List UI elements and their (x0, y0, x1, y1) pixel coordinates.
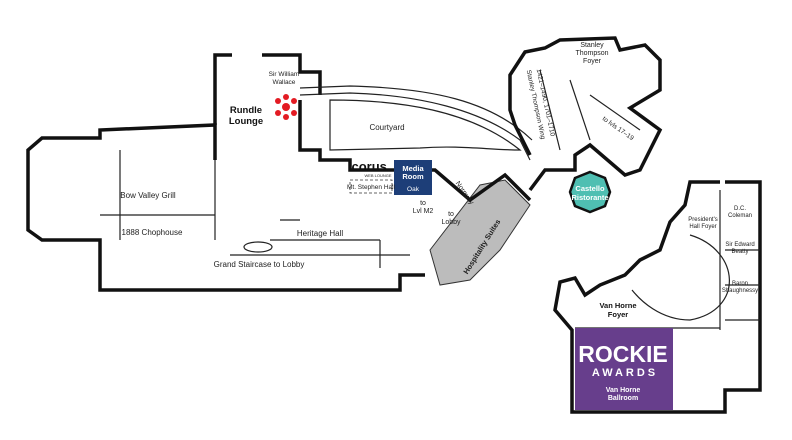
courtyard-area (329, 99, 522, 151)
presidents-hall-curve (631, 234, 730, 321)
east-interior (575, 190, 760, 330)
media-room-area[interactable] (394, 160, 432, 195)
courtyard-north-edge (299, 92, 531, 161)
mt-stephen-hall-area[interactable] (349, 179, 393, 194)
wing-corridor (539, 69, 641, 151)
van-horne-ballroom-area[interactable] (575, 328, 673, 410)
corus-logo: corus. (351, 159, 390, 174)
courtyard-label: Courtyard (369, 123, 404, 132)
left-wing-outline (26, 123, 425, 292)
to-lvls-label: to lvls 17–19 (601, 115, 635, 142)
interior-walls (100, 150, 410, 268)
corus-sub-label: WEB LOUNGE (364, 173, 391, 178)
mt-stephen-hall-label[interactable]: Mt. Stephen Hall (347, 184, 396, 191)
castello-ristorante-area[interactable] (568, 170, 612, 214)
bow-valley-grill-label[interactable]: Bow Valley Grill (120, 191, 176, 200)
courtyard-south-wall (298, 100, 532, 203)
fountain (243, 241, 273, 253)
norquay-label[interactable]: Norquay (454, 180, 475, 206)
cbc-logo (275, 94, 297, 120)
heritage-hall-label[interactable]: Heritage Hall (297, 229, 343, 238)
chophouse-label[interactable]: 1888 Chophouse (122, 228, 183, 237)
stanley-thompson-wing-label: Stanley Thompson Wing1421–1490, 1701–171… (525, 67, 556, 140)
rockie-logo: ROCKIE (578, 341, 667, 367)
stanley-thompson-wing-wall (508, 36, 663, 192)
oak-label[interactable]: Oak (407, 186, 420, 193)
dc-coleman-label[interactable]: D.C.Coleman (728, 206, 752, 219)
grand-staircase-label: Grand Staircase to Lobby (214, 260, 305, 269)
awards-logo: AWARDS (592, 367, 658, 379)
hospitality-suites-area[interactable] (429, 179, 531, 286)
left-wing-wall (213, 53, 322, 125)
east-wing-wall (553, 180, 762, 414)
